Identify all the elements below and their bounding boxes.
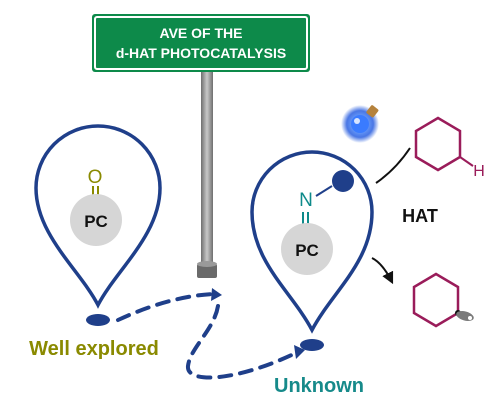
hat-reaction-arrow: HAT <box>371 147 438 285</box>
hat-label: HAT <box>402 206 438 226</box>
oxygen-atom: O <box>88 167 103 188</box>
cyclohexane-icon: H <box>414 116 485 180</box>
street-sign: AVE OF THE d-HAT PHOTOCATALYSIS <box>92 14 310 72</box>
left-map-pin: O PC <box>34 124 162 326</box>
signpost-pole <box>197 70 217 278</box>
right-pc-core <box>281 223 333 275</box>
nitrogen-atom: N <box>299 190 313 211</box>
hydrogen-atom: H <box>473 163 485 180</box>
radical-dot <box>332 170 354 192</box>
left-pin-base <box>86 314 110 326</box>
lightbulb-icon <box>341 105 379 143</box>
left-pc-core <box>70 194 122 246</box>
caption-unknown: Unknown <box>274 375 364 397</box>
caption-well-explored: Well explored <box>29 338 159 360</box>
sign-line-1: AVE OF THE <box>160 25 243 41</box>
right-pc-label: PC <box>295 241 319 260</box>
sign-line-2: d-HAT PHOTOCATALYSIS <box>116 45 286 61</box>
right-map-pin: N PC <box>250 150 374 351</box>
left-pc-label: PC <box>84 212 108 231</box>
radical-cyclohexane-icon <box>412 272 474 328</box>
dashed-path <box>116 288 305 380</box>
right-pin-base <box>300 339 324 351</box>
